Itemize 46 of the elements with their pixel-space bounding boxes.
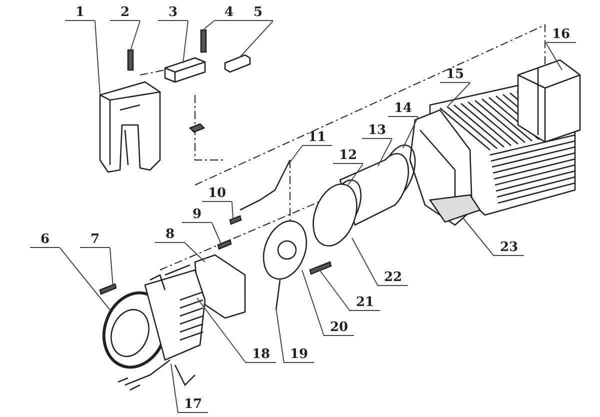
leader-line [302, 270, 324, 336]
callout-number: 14 [388, 101, 418, 117]
callout-number: 21 [350, 295, 380, 311]
callout-number: 6 [30, 232, 60, 248]
callout-number: 11 [302, 130, 332, 146]
callout-number: 22 [378, 270, 408, 286]
callout-number: 16 [546, 27, 576, 43]
callout-number: 23 [494, 240, 524, 256]
leader-line [182, 20, 188, 64]
callout-number: 13 [362, 123, 392, 139]
callout-number: 1 [65, 5, 95, 21]
callout-number: 2 [110, 5, 140, 21]
leader-line [130, 20, 140, 52]
callout-number: 7 [80, 232, 110, 248]
leader-line [288, 146, 302, 166]
callout-number: 3 [158, 5, 188, 21]
leader-line [276, 308, 284, 364]
leader-line [348, 164, 364, 186]
leader-line [232, 202, 234, 220]
leader-line [318, 268, 350, 312]
leader-line [110, 248, 114, 288]
leader-line [94, 20, 100, 96]
leader-line [352, 238, 378, 286]
callout-number: 15 [440, 67, 470, 83]
leader-line [240, 20, 274, 58]
callout-number: 18 [246, 347, 276, 363]
leader-line [462, 218, 494, 256]
callout-number: 17 [178, 397, 208, 413]
callout-number: 9 [182, 207, 212, 223]
callout-number: 10 [202, 186, 232, 202]
callout-number: 19 [284, 347, 314, 363]
leader-line [170, 364, 178, 414]
leader-line [546, 42, 562, 70]
callout-number: 5 [243, 5, 273, 21]
leader-line [204, 20, 214, 30]
callout-number: 12 [333, 148, 363, 164]
leader-line [448, 82, 470, 106]
leader-line [196, 298, 246, 364]
leader-line [212, 222, 222, 246]
leader-line [184, 242, 206, 262]
leader-line [378, 138, 392, 166]
callout-number: 20 [324, 320, 354, 336]
leader-line [60, 248, 110, 310]
leader-line [402, 116, 418, 148]
callout-number: 8 [155, 227, 185, 243]
callout-number: 4 [214, 5, 244, 21]
